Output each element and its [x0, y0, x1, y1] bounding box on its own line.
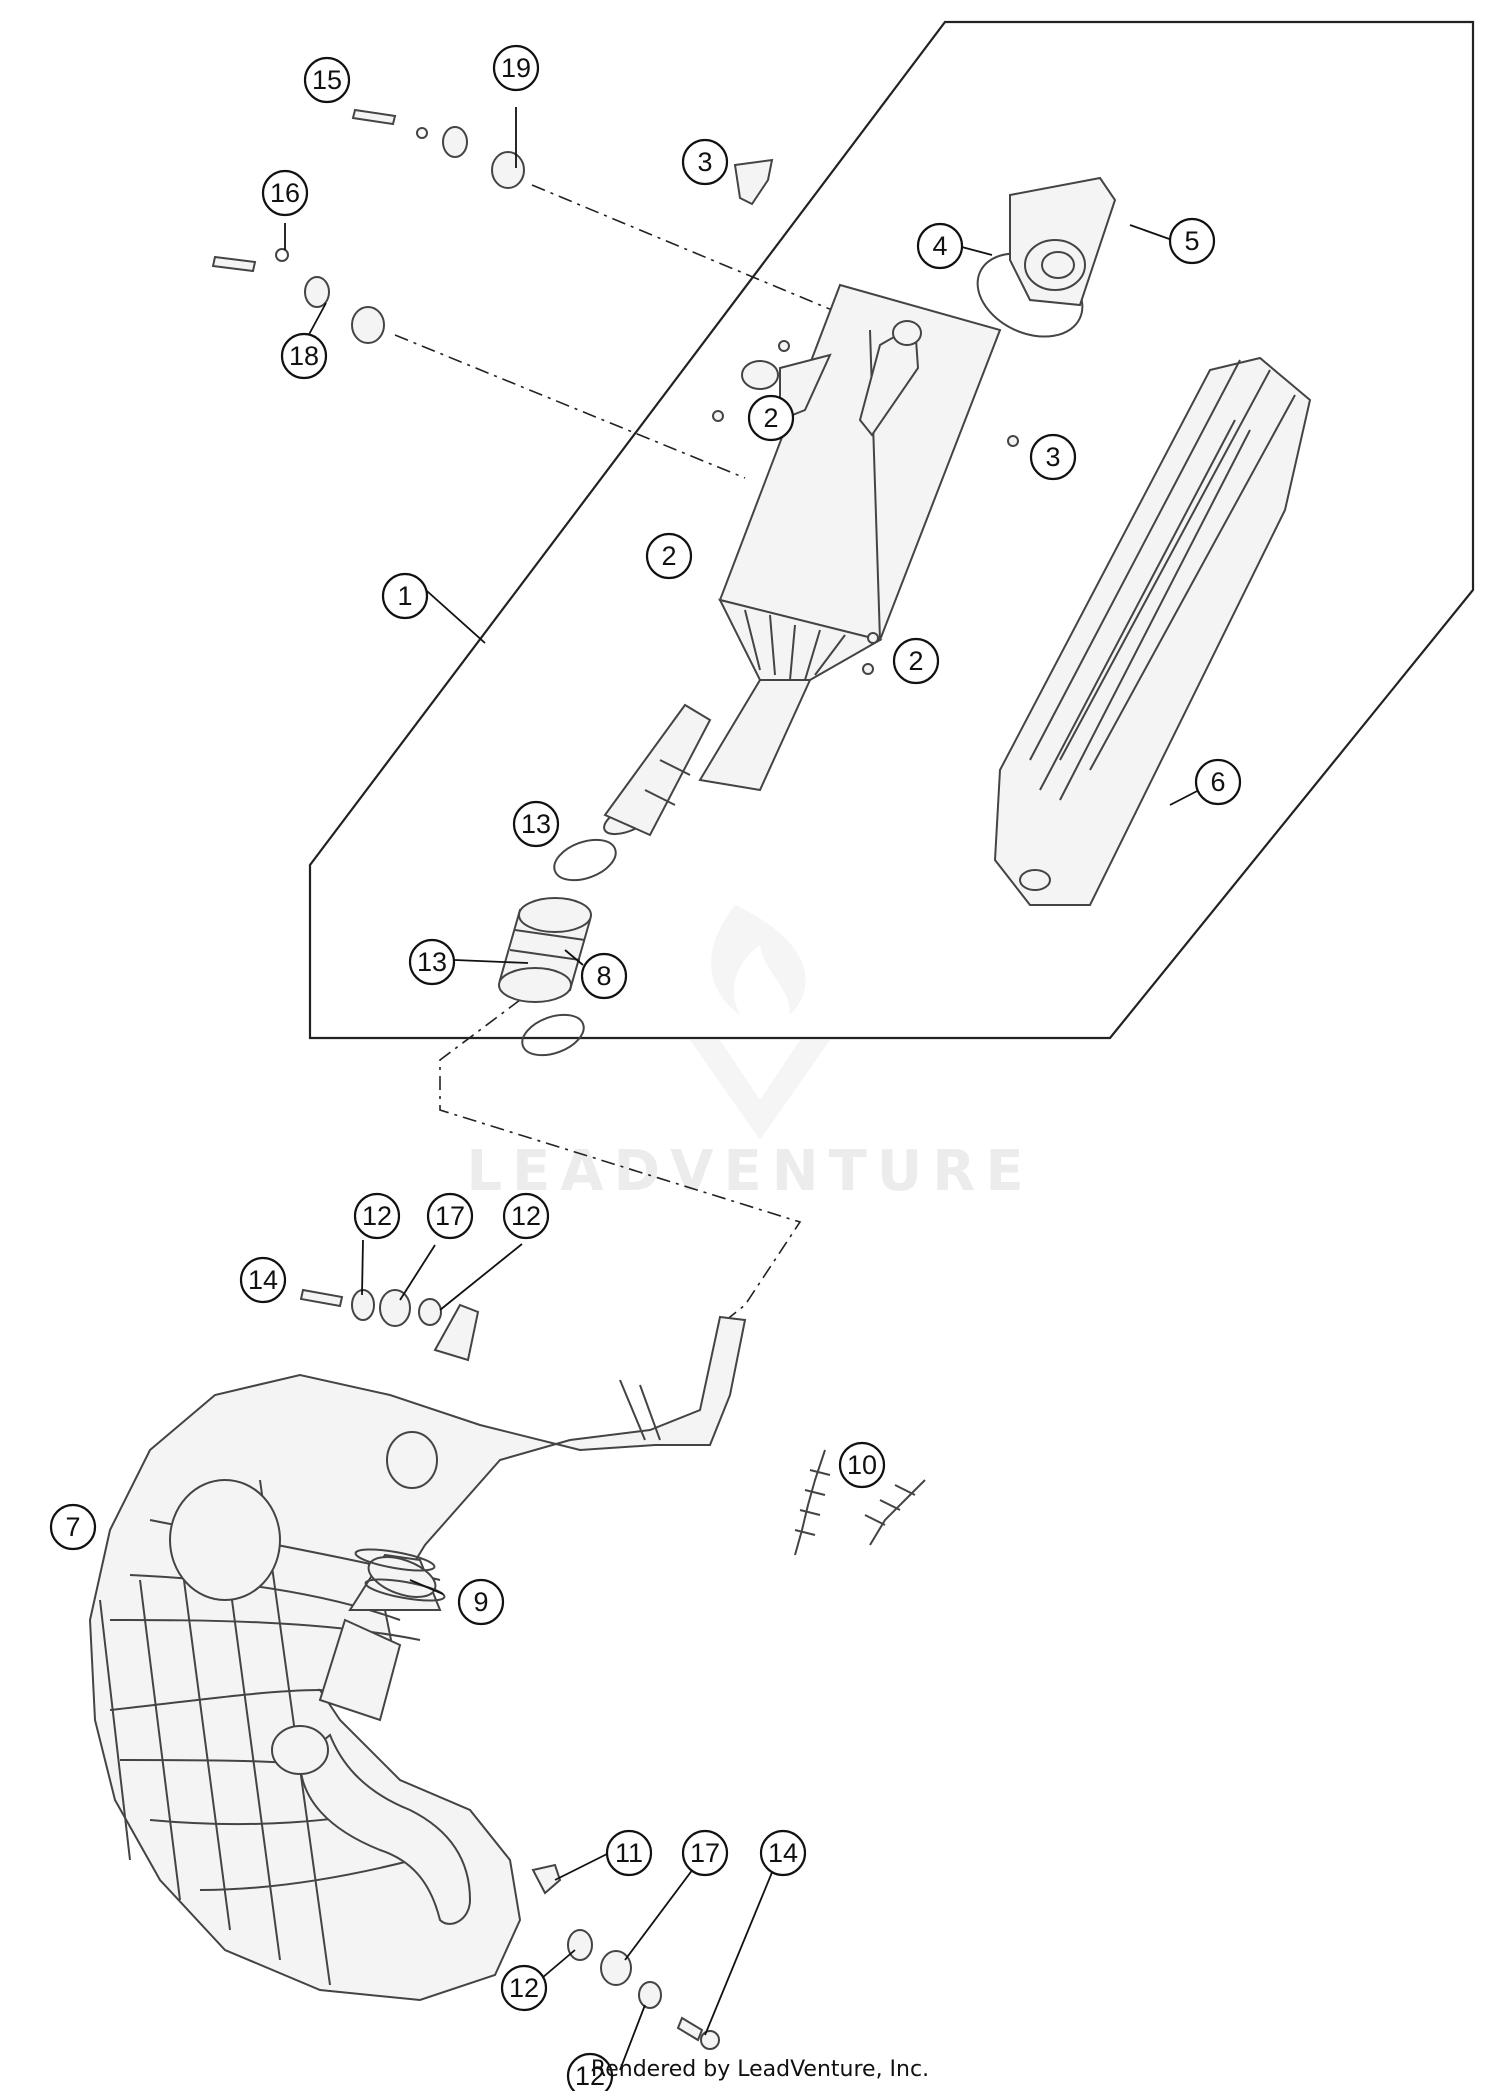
leadventure-watermark-logo [690, 905, 830, 1140]
outer-sleeve-6 [993, 356, 1312, 906]
svg-text:6: 6 [1210, 767, 1225, 797]
callout-6: 6 [1194, 758, 1242, 806]
svg-text:5: 5 [1184, 226, 1199, 256]
callout-7: 7 [49, 1503, 97, 1551]
callout-17: 17 [426, 1192, 474, 1240]
callout-1: 1 [381, 572, 429, 620]
callout-15: 15 [303, 56, 351, 104]
hardware-upper [211, 108, 1019, 675]
gasket-13-upper [553, 838, 617, 882]
callout-13: 13 [512, 800, 560, 848]
svg-text:15: 15 [312, 65, 342, 95]
svg-text:14: 14 [248, 1265, 278, 1295]
callout-5: 5 [1168, 217, 1216, 265]
callout-10: 10 [838, 1441, 886, 1489]
callout-2: 2 [892, 637, 940, 685]
callout-2: 2 [747, 394, 795, 442]
alignment-line-middle [394, 334, 746, 479]
svg-text:10: 10 [847, 1450, 877, 1480]
svg-text:14: 14 [768, 1838, 798, 1868]
gaskets-9 [354, 1548, 446, 1602]
exhaust-pipe-7 [88, 1303, 747, 2002]
hardware-lower [299, 1288, 720, 2050]
svg-text:13: 13 [417, 947, 447, 977]
callout-17: 17 [681, 1829, 729, 1877]
alignment-line-pipe [439, 999, 802, 1326]
svg-text:3: 3 [1045, 442, 1060, 472]
callout-16: 16 [261, 169, 309, 217]
footer-credit: Rendered by LeadVenture, Inc. [591, 2057, 929, 2082]
callout-18: 18 [280, 332, 328, 380]
springs-10 [794, 1449, 926, 1556]
svg-text:4: 4 [932, 231, 947, 261]
svg-text:12: 12 [511, 1201, 541, 1231]
callout-19: 19 [492, 44, 540, 92]
svg-text:17: 17 [435, 1201, 465, 1231]
svg-text:12: 12 [575, 2061, 605, 2091]
svg-text:8: 8 [596, 961, 611, 991]
silencer-core [603, 283, 1002, 837]
callout-2: 2 [645, 532, 693, 580]
callout-12: 12 [353, 1192, 401, 1240]
callout-12: 12 [502, 1192, 550, 1240]
callout-3: 3 [1029, 433, 1077, 481]
svg-text:9: 9 [473, 1587, 488, 1617]
callout-13: 13 [408, 938, 456, 986]
svg-text:12: 12 [362, 1201, 392, 1231]
svg-text:16: 16 [270, 178, 300, 208]
svg-text:11: 11 [615, 1838, 643, 1868]
svg-text:19: 19 [501, 53, 531, 83]
svg-text:12: 12 [509, 1973, 539, 2003]
callout-14: 14 [239, 1256, 287, 1304]
callout-9: 9 [457, 1578, 505, 1626]
callout-14: 14 [759, 1829, 807, 1877]
svg-text:13: 13 [521, 809, 551, 839]
svg-text:17: 17 [690, 1838, 720, 1868]
end-cap-5 [1009, 176, 1117, 307]
watermark-text: LEADVENTURE [466, 1139, 1033, 1204]
svg-text:3: 3 [697, 147, 712, 177]
svg-text:2: 2 [908, 646, 923, 676]
svg-text:18: 18 [289, 341, 319, 371]
callout-12: 12 [566, 2052, 614, 2091]
callout-8: 8 [580, 952, 628, 1000]
callout-12: 12 [500, 1964, 548, 2012]
connecting-sleeve-8 [498, 897, 592, 1003]
svg-text:2: 2 [661, 541, 676, 571]
svg-text:2: 2 [763, 403, 778, 433]
svg-text:7: 7 [65, 1512, 80, 1542]
alignment-line-upper [531, 184, 881, 331]
gasket-13-lower [521, 1013, 585, 1057]
callout-11: 11 [605, 1829, 653, 1877]
callout-4: 4 [916, 222, 964, 270]
svg-text:1: 1 [397, 581, 412, 611]
silencer-assembly-frame [308, 20, 1475, 1040]
callout-3: 3 [681, 138, 729, 186]
